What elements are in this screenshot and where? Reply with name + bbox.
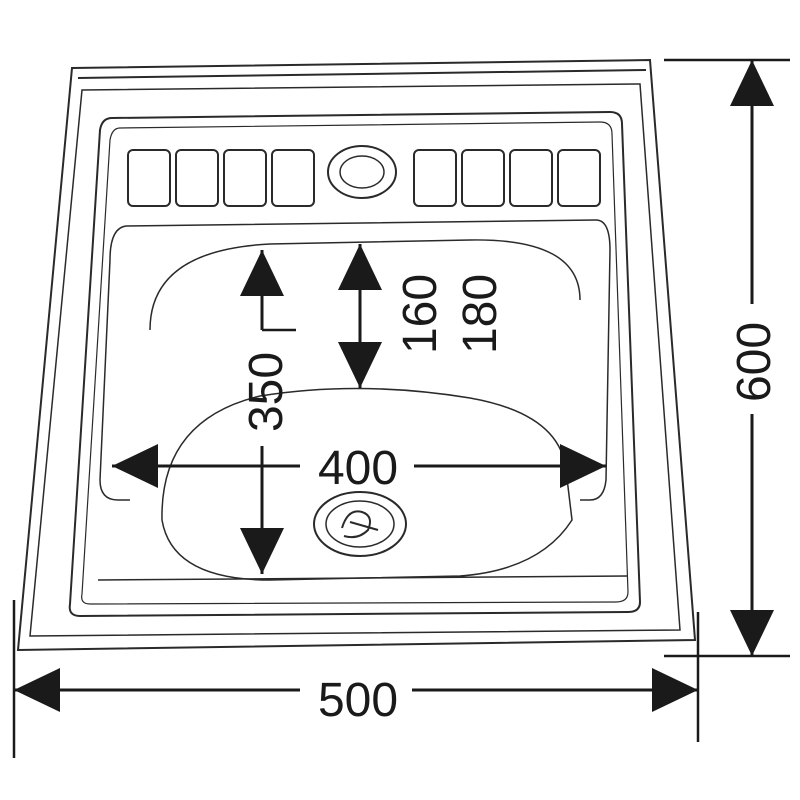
dimension-label-600: 600	[728, 322, 781, 402]
sink-bowl	[97, 219, 629, 581]
arrowhead-icon	[652, 668, 698, 712]
sink-outer-rim	[16, 58, 697, 652]
arrowhead-icon	[338, 244, 382, 290]
dimension-label-500: 500	[318, 674, 398, 727]
bowl-lower-basin	[161, 387, 573, 581]
bowl-upper-outline	[99, 219, 611, 501]
dimension-label-400: 400	[318, 442, 398, 495]
dimension-label-180: 180	[454, 274, 507, 354]
dimension-label-350: 350	[240, 352, 293, 432]
sink-body	[16, 58, 697, 652]
arrowhead-icon	[730, 60, 774, 106]
arrowhead-icon	[240, 250, 284, 296]
soap-recess	[223, 149, 267, 207]
arrowhead-icon	[240, 528, 284, 574]
arrowhead-icon	[112, 444, 158, 488]
soap-recess	[461, 149, 505, 207]
dimension-annotations	[12, 58, 790, 758]
sink-top-edge-inner	[77, 69, 647, 79]
dimension-label-160: 160	[394, 274, 447, 354]
arrowhead-icon	[14, 668, 60, 712]
soap-recess	[175, 149, 219, 207]
soap-recess	[509, 149, 553, 207]
overflow-icon	[327, 145, 397, 199]
soap-recess-strip	[127, 145, 601, 207]
bowl-floor	[97, 575, 629, 581]
drain-icon	[313, 491, 407, 557]
arrowhead-icon	[338, 342, 382, 388]
sink-ledge-inner	[81, 121, 629, 605]
soap-recess	[557, 149, 601, 207]
sink-ledge	[68, 110, 642, 618]
arrowhead-icon	[560, 444, 606, 488]
soap-recess	[413, 149, 457, 207]
soap-recess	[271, 149, 315, 207]
bowl-upper-curve	[149, 239, 581, 331]
sink-inner-rim	[29, 83, 681, 637]
soap-recess	[127, 149, 171, 207]
arrowhead-icon	[730, 610, 774, 656]
